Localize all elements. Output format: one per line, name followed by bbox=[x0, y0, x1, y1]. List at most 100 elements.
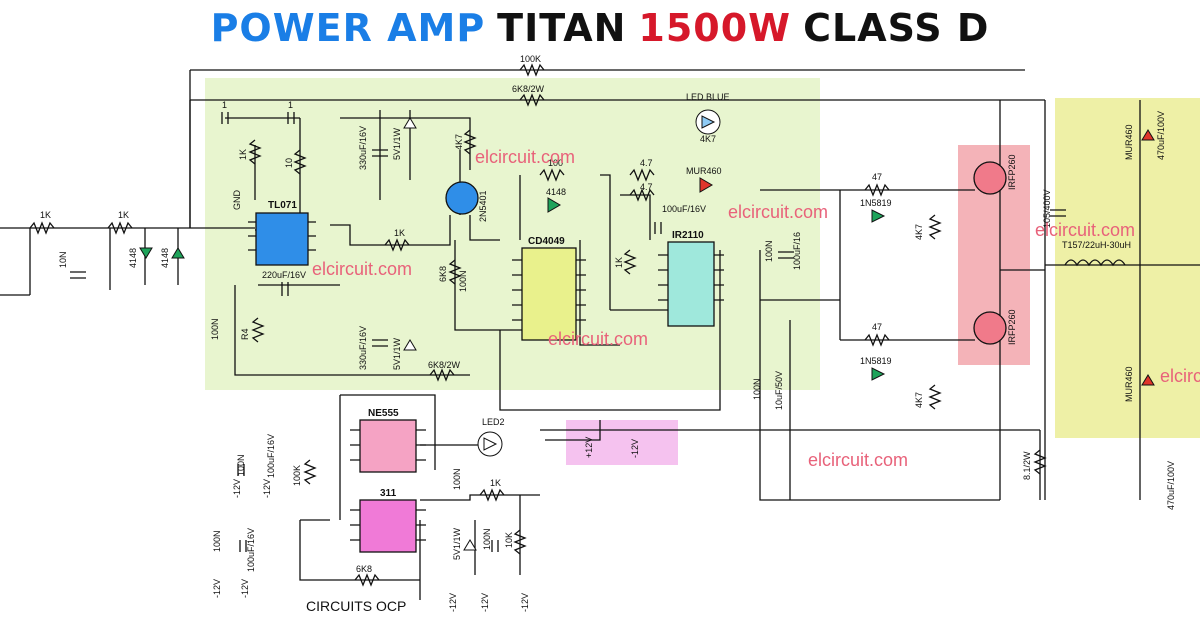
label-led2: LED2 bbox=[482, 417, 505, 427]
label-c100n-ps: 100N bbox=[752, 378, 762, 400]
label-c10n-in: 10N bbox=[58, 251, 68, 268]
label-c100uf-ocp: 100uF/16V bbox=[246, 528, 256, 572]
label-c100n-ocp-a: 100N bbox=[212, 530, 222, 552]
label-ne555: NE555 bbox=[368, 408, 399, 419]
diode-mur460-top bbox=[1141, 129, 1155, 141]
label-r6k8-2w-top: 6K8/2W bbox=[512, 84, 545, 94]
label-minus12-g: -12V bbox=[520, 593, 530, 612]
label-led-blue: LED BLUE bbox=[686, 92, 730, 102]
label-tl071: TL071 bbox=[268, 200, 297, 211]
label-1n5819-top: 1N5819 bbox=[860, 198, 892, 208]
wiring bbox=[0, 69, 1200, 600]
label-zener-top: 5V1/1W bbox=[392, 127, 402, 160]
label-c100uf-ne: 100uF/16V bbox=[266, 434, 276, 478]
label-c105-400v: 105/400V bbox=[1042, 189, 1052, 228]
label-mur460-top: MUR460 bbox=[1124, 124, 1134, 160]
title-power-amp: POWER AMP bbox=[210, 6, 486, 50]
label-c100uf-boot: 100uF/16V bbox=[662, 204, 706, 214]
label-2n5401: 2N5401 bbox=[478, 190, 488, 222]
label-c100n-a: 100N bbox=[458, 270, 468, 292]
label-c100n-ir: 100N bbox=[764, 240, 774, 262]
label-minus12-c: -12V bbox=[212, 579, 222, 598]
label-4148-b: 4148 bbox=[160, 248, 170, 268]
label-irfp260-top: IRFP260 bbox=[1007, 154, 1017, 190]
ir2110-chip bbox=[667, 241, 715, 327]
watermark-4: elcircuit.com bbox=[548, 329, 648, 349]
watermark-7: elcircuit.com bbox=[1160, 366, 1200, 386]
diode-1n5819-bottom bbox=[871, 367, 886, 381]
zone-output-yellow bbox=[1055, 98, 1200, 438]
capacitors bbox=[70, 112, 1066, 552]
label-c330-top: 330uF/16V bbox=[358, 126, 368, 170]
label-minus12-a: -12V bbox=[232, 479, 242, 498]
label-r1k-bias: 1K bbox=[238, 149, 248, 160]
pin-stubs bbox=[248, 221, 724, 541]
cd4049-chip bbox=[521, 247, 577, 341]
label-r6k8-2w-mid: 6K8/2W bbox=[428, 360, 461, 370]
diode-4148-b bbox=[171, 247, 185, 259]
label-r4k7-q: 4K7 bbox=[454, 134, 464, 150]
label-r8-1-2w: 8.1/2W bbox=[1022, 451, 1032, 480]
title-1500w: 1500W bbox=[638, 6, 792, 50]
zener-mid bbox=[403, 339, 417, 351]
label-plus12v: +12V bbox=[584, 437, 594, 458]
inductor-coil bbox=[1064, 259, 1126, 267]
zener-ocp bbox=[463, 539, 477, 551]
label-cd4049: CD4049 bbox=[528, 236, 565, 247]
label-r10: 10 bbox=[284, 158, 294, 168]
watermark-5: elcircuit.com bbox=[1035, 220, 1135, 240]
label-c100n-b: 100N bbox=[210, 318, 220, 340]
diode-mur460-driver bbox=[699, 177, 713, 193]
zener-top bbox=[403, 117, 417, 129]
label-c100n-ocp-c: 100N bbox=[482, 528, 492, 550]
label-r1k-in2: 1K bbox=[118, 210, 129, 220]
diode-mur460-bottom bbox=[1141, 374, 1155, 386]
label-1n5819-bottom: 1N5819 bbox=[860, 356, 892, 366]
label-r1k-in1: 1K bbox=[40, 210, 51, 220]
label-minus12-b: -12V bbox=[262, 479, 272, 498]
tl071-chip bbox=[255, 212, 309, 266]
resistors bbox=[29, 63, 1047, 587]
diodes bbox=[139, 109, 1155, 551]
label-r47-top: 47 bbox=[872, 172, 882, 182]
label-c330-mid: 330uF/16V bbox=[358, 326, 368, 370]
label-circuits-ocp: CIRCUITS OCP bbox=[306, 598, 406, 614]
label-311: 311 bbox=[380, 488, 397, 499]
diode-4148-c bbox=[547, 197, 561, 213]
label-c100n-ne: 100N bbox=[236, 454, 246, 476]
label-r6k8-ocp: 6K8 bbox=[356, 564, 372, 574]
label-r4k7-gate-bottom: 4K7 bbox=[914, 392, 924, 408]
title-titan: TITAN bbox=[497, 6, 627, 50]
label-c2: 1 bbox=[288, 100, 293, 110]
label-c220: 220uF/16V bbox=[262, 270, 306, 280]
label-r1k-ocp: 1K bbox=[490, 478, 501, 488]
watermark-6: elcircuit.com bbox=[808, 450, 908, 470]
label-r100k-ocp: 100K bbox=[292, 465, 302, 486]
label-c470-top: 470uF/100V bbox=[1156, 111, 1166, 160]
watermark-1: elcircuit.com bbox=[475, 147, 575, 167]
label-r4k7-gate-top: 4K7 bbox=[914, 224, 924, 240]
watermark-2: elcircuit.com bbox=[728, 202, 828, 222]
label-zener-ocp: 5V1/1W bbox=[452, 527, 462, 560]
label-minus12-f: -12V bbox=[480, 593, 490, 612]
label-minus12-e: -12V bbox=[448, 593, 458, 612]
mosfet-top bbox=[973, 161, 1007, 195]
label-zener-mid: 5V1/1W bbox=[392, 337, 402, 370]
label-c10uf-50v: 10uF/50V bbox=[774, 371, 784, 410]
label-r1k-mid: 1K bbox=[394, 228, 405, 238]
diode-4148-a bbox=[139, 247, 153, 259]
label-c100uf-ir: 100uF/16 bbox=[792, 232, 802, 270]
label-r47-bottom: 47 bbox=[872, 322, 882, 332]
title-class-d: CLASS D bbox=[803, 6, 990, 50]
label-c100n-ocp-b: 100N bbox=[452, 468, 462, 490]
label-r100k-top: 100K bbox=[520, 54, 541, 64]
label-mur460-bottom: MUR460 bbox=[1124, 366, 1134, 402]
chip-311 bbox=[359, 499, 417, 553]
label-r1k-cd: 1K bbox=[614, 257, 624, 268]
label-4148-c: 4148 bbox=[546, 187, 566, 197]
label-inductor: T157/22uH-30uH bbox=[1062, 240, 1131, 250]
label-c1: 1 bbox=[222, 100, 227, 110]
label-c470-bottom: 470uF/100V bbox=[1166, 461, 1176, 510]
